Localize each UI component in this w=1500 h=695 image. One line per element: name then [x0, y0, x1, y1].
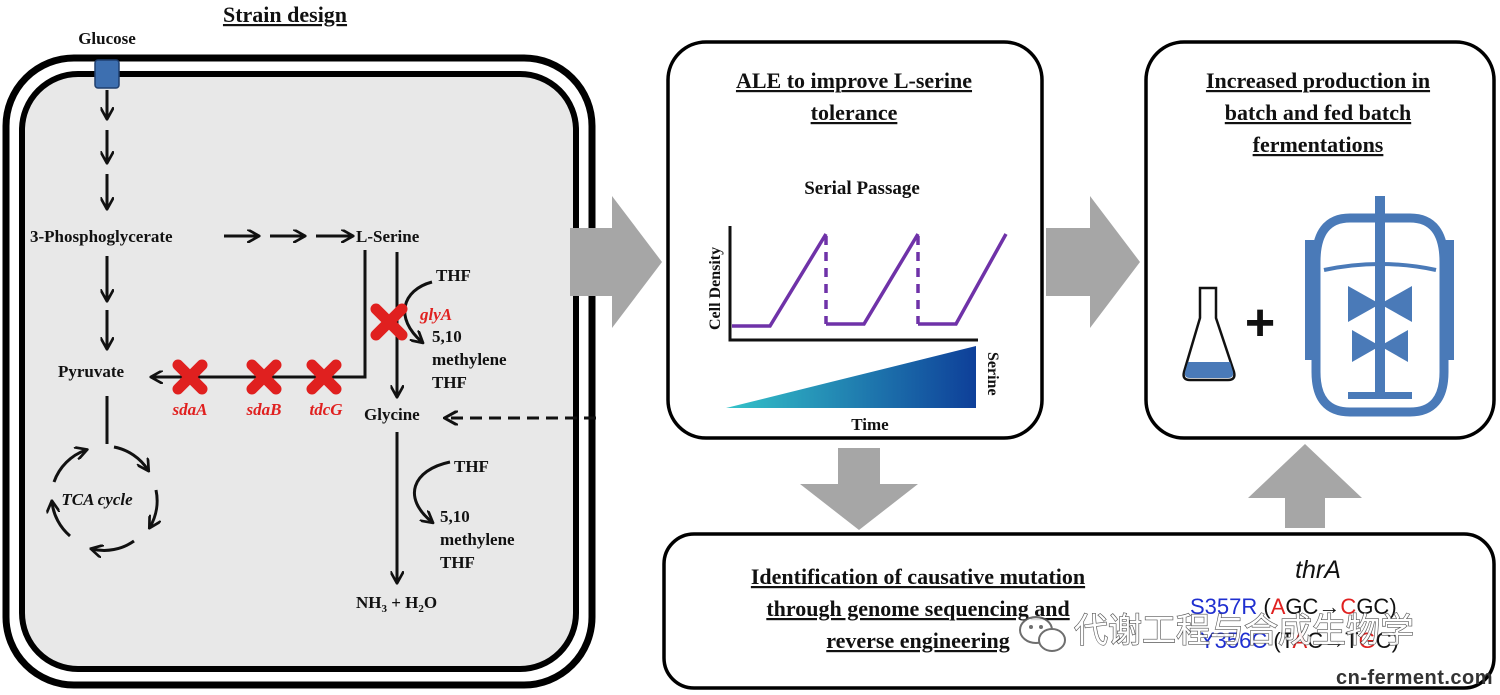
glyA-label: glyA	[419, 305, 452, 324]
plus-sign: +	[1245, 294, 1275, 352]
identification-title-line2: through genome sequencing and	[766, 596, 1069, 621]
ale-axes	[728, 226, 978, 342]
methylene-2-b: methylene	[440, 530, 515, 549]
glucose-transporter	[94, 59, 120, 89]
thf-label-1: THF	[436, 266, 471, 285]
thf-methylene-curve-2	[413, 460, 451, 522]
production-panel: Increased production in batch and fed ba…	[1144, 40, 1496, 440]
time-label: Time	[851, 415, 889, 434]
nh3-h2o-label: NH3 + H2O	[356, 593, 437, 615]
strain-design-panel: Strain design Glucose 3-Phosphoglycerate…	[2, 2, 596, 689]
sdaB-knockout	[246, 359, 282, 395]
production-title-line3: fermentations	[1253, 132, 1384, 157]
ale-title-line2: tolerance	[811, 100, 898, 125]
production-title-line2: batch and fed batch	[1225, 100, 1411, 125]
methylene-2-c: THF	[440, 553, 475, 572]
pyruvate-label: Pyruvate	[58, 362, 125, 381]
identification-panel-box	[662, 532, 1496, 690]
watermark: 代谢工程与合成生物学 cn-ferment.com	[1019, 610, 1493, 689]
watermark-text: 代谢工程与合成生物学	[1074, 611, 1414, 651]
identification-panel: Identification of causative mutation thr…	[662, 532, 1496, 690]
wechat-icon	[1019, 616, 1066, 652]
flask-icon	[1182, 286, 1236, 382]
serine-gradient-wedge	[726, 346, 976, 408]
glucose-label: Glucose	[78, 29, 136, 48]
sdaA-label: sdaA	[172, 400, 208, 419]
flow-arrow-2	[1046, 196, 1140, 328]
watermark-site: cn-ferment.com	[1336, 667, 1493, 689]
phosphoglycerate-label: 3-Phosphoglycerate	[30, 227, 173, 246]
mutation-S357R: S357R (AGC→CGC)	[1190, 594, 1397, 619]
cell-density-label: Cell Density	[707, 247, 724, 330]
tca-cycle-ring	[52, 445, 157, 550]
methylene-1-b: methylene	[432, 350, 507, 369]
production-title-line1: Increased production in	[1206, 68, 1430, 93]
serial-passage-label: Serial Passage	[804, 178, 920, 199]
tdcG-label: tdcG	[309, 400, 343, 419]
glyA-knockout	[370, 303, 408, 341]
methylene-2-a: 5,10	[440, 507, 470, 526]
thrA-gene-label: thrA	[1295, 556, 1341, 584]
sdaA-knockout	[172, 359, 208, 395]
methylene-1-a: 5,10	[432, 327, 462, 346]
serine-gradient-label: Serine	[984, 352, 1001, 396]
thf-label-2: THF	[454, 457, 489, 476]
identification-title-line1: Identification of causative mutation	[751, 564, 1085, 589]
strain-design-title: Strain design	[223, 2, 347, 27]
ale-title-line1: ALE to improve L-serine	[736, 68, 972, 93]
methylene-1-c: THF	[432, 373, 467, 392]
flow-arrow-down	[800, 448, 918, 530]
tca-cycle-label: TCA cycle	[61, 490, 133, 509]
tdcG-knockout	[306, 359, 342, 395]
flow-arrow-1	[570, 196, 662, 328]
lserine-label: L-Serine	[356, 227, 420, 246]
mutation-Y356C: Y356C (TAC→TGC)	[1200, 628, 1399, 653]
sdaB-label: sdaB	[246, 400, 282, 419]
identification-title-line3: reverse engineering	[826, 628, 1009, 653]
flow-arrow-up	[1248, 444, 1362, 528]
growth-curves	[732, 233, 1008, 328]
serine-deamination-path	[152, 250, 367, 377]
ale-panel: ALE to improve L-serine tolerance Serial…	[666, 40, 1044, 440]
glycine-label: Glycine	[364, 405, 420, 424]
bioreactor-icon	[1305, 196, 1454, 417]
